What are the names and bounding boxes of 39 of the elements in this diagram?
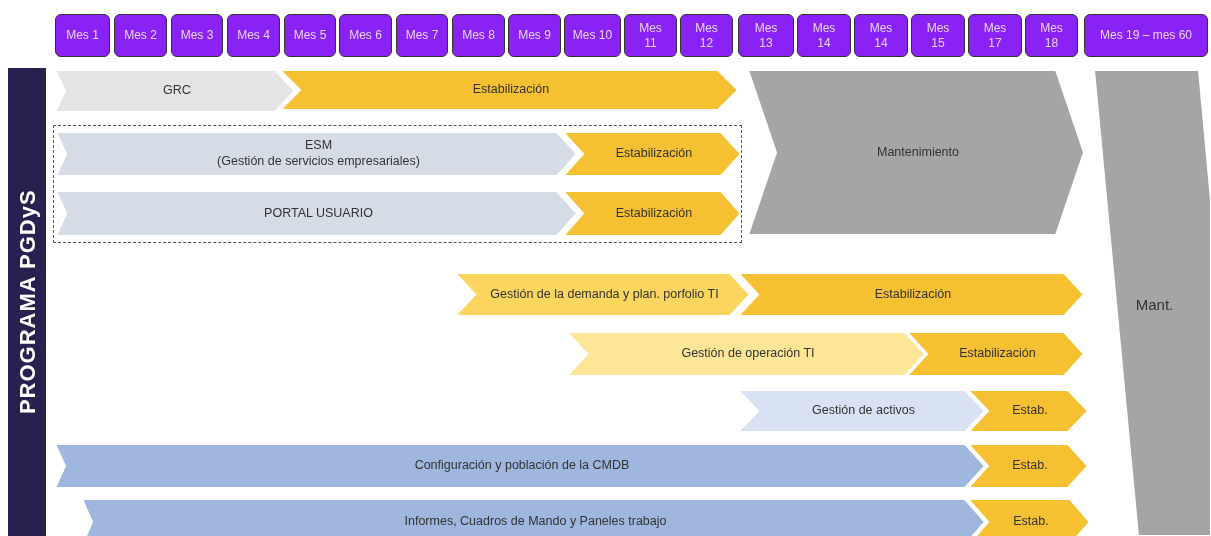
month-header: Mes 8 [452, 14, 505, 57]
program-band: PROGRAMA PGDyS [8, 68, 46, 536]
phase-band: Estabilización [738, 273, 1084, 316]
month-header: Mes 2 [114, 14, 167, 57]
phase-band: Estab. [968, 499, 1090, 536]
month-header: Mes 19 – mes 60 [1084, 14, 1208, 57]
maintenance-band: Mant. [1094, 70, 1211, 536]
month-header: Mes 7 [396, 14, 448, 57]
phase-band: Configuración y población de la CMDB [55, 444, 985, 488]
phase-band: Mantenimiento [748, 70, 1084, 235]
month-header: Mes 13 [738, 14, 794, 57]
phase-band: Estabilización [907, 332, 1084, 376]
phase-band: PORTAL USUARIO [56, 191, 577, 236]
phase-band: ESM (Gestión de servicios empresariales) [56, 132, 577, 176]
phase-band: Gestión de la demanda y plan. porfolio TI [455, 273, 750, 316]
group-frame [53, 125, 742, 243]
month-header: Mes 4 [227, 14, 280, 57]
month-header: Mes 1 [55, 14, 110, 57]
month-header: Mes 12 [680, 14, 733, 57]
month-header: Mes 18 [1025, 14, 1078, 57]
phase-band: Estabilización [563, 191, 741, 236]
month-header: Mes 14 [854, 14, 908, 57]
phase-band: Estabilización [280, 70, 738, 110]
month-header: Mes 11 [624, 14, 677, 57]
month-header: Mes 15 [911, 14, 965, 57]
phase-band: Estab. [968, 390, 1088, 432]
month-header: Mes 17 [968, 14, 1022, 57]
month-header: Mes 5 [284, 14, 336, 57]
month-header: Mes 3 [171, 14, 223, 57]
month-header: Mes 10 [564, 14, 621, 57]
phase-band: Informes, Cuadros de Mando y Paneles trabajo [82, 499, 985, 536]
phase-band: Gestión de operación TI [567, 332, 925, 376]
phase-band: Estab. [968, 444, 1088, 488]
phase-band: Gestión de activos [738, 390, 985, 432]
month-header: Mes 14 [797, 14, 851, 57]
month-header: Mes 9 [508, 14, 561, 57]
month-header: Mes 6 [339, 14, 392, 57]
phase-band: Estabilización [563, 132, 741, 176]
phase-band: GRC [55, 70, 295, 112]
